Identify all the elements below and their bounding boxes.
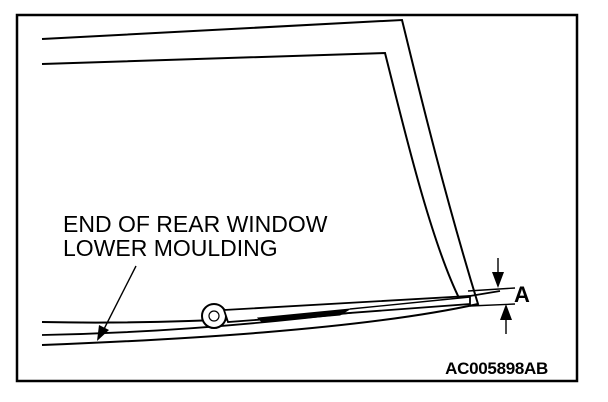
- callout-arrowhead: [97, 325, 109, 341]
- dimension-arrow-lower: [500, 304, 512, 334]
- window-outer-edge: [41, 18, 480, 346]
- callout-leader: [101, 265, 137, 334]
- dimension-arrow-upper: [492, 258, 504, 288]
- wiper-pivot: [201, 303, 227, 329]
- callout-label-line1: END OF REAR WINDOW: [63, 211, 328, 237]
- figure-id: AC005898AB: [445, 359, 548, 378]
- dimension-label: A: [514, 282, 530, 307]
- window-inner-edge: [41, 51, 462, 324]
- callout-label-line2: LOWER MOULDING: [63, 235, 278, 261]
- dimension-extension-lower: [469, 303, 516, 307]
- wiper-arm: [201, 295, 471, 329]
- dimension-extension-upper: [467, 287, 516, 292]
- diagram-frame: [15, 13, 579, 383]
